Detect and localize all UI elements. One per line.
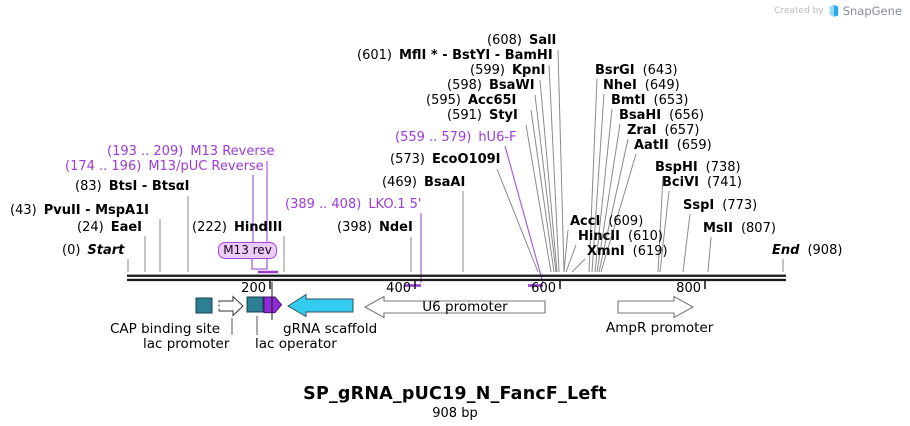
primer-label-m13-reverse[interactable]: (193 .. 209)M13 Reverse bbox=[107, 144, 275, 159]
site-label-aatii[interactable]: AatII(659) bbox=[634, 138, 712, 153]
site-label-acc65i[interactable]: (595)Acc65I bbox=[426, 93, 517, 108]
ruler-tick-200: 200 bbox=[241, 281, 266, 296]
primer-label-lko1-5[interactable]: (389 .. 408)LKO.1 5' bbox=[285, 197, 422, 212]
site-label-styi[interactable]: (591)StyI bbox=[447, 108, 518, 123]
snapgene-logo-icon bbox=[829, 4, 838, 17]
primer-label-m13-puc-reverse[interactable]: (174 .. 196)M13/pUC Reverse bbox=[65, 159, 264, 174]
site-label-bsaai[interactable]: (469)BsaAI bbox=[382, 175, 466, 190]
site-label-mfli-bstyi-bamhi[interactable]: (601)MflI * - BstYI - BamHI bbox=[357, 48, 553, 63]
site-label-eaei[interactable]: (24)EaeI bbox=[77, 220, 142, 235]
site-label-btsi-btsai[interactable]: (83)BtsI - BtsαI bbox=[75, 179, 190, 194]
site-label-msli[interactable]: MslI(807) bbox=[703, 221, 776, 236]
site-label-bmti[interactable]: BmtI(653) bbox=[611, 93, 689, 108]
map-title-block: SP_gRNA_pUC19_N_FancF_Left 908 bp bbox=[0, 384, 910, 421]
end-pos: (908) bbox=[807, 243, 843, 258]
leader-lines bbox=[127, 49, 784, 335]
purple-feature-arrow[interactable] bbox=[263, 296, 283, 314]
site-label-bsawi[interactable]: (598)BsaWI bbox=[447, 78, 535, 93]
feature-label-lac-operator[interactable]: lac operator bbox=[255, 336, 337, 352]
ampr-promoter-arrow[interactable] bbox=[617, 295, 695, 319]
feature-label-grna-scaffold[interactable]: gRNA scaffold bbox=[283, 321, 378, 337]
grna-scaffold-arrow[interactable] bbox=[287, 293, 354, 318]
feature-label-cap-binding-site[interactable]: CAP binding site bbox=[110, 321, 221, 337]
ruler-tick-400: 400 bbox=[386, 281, 411, 296]
site-label-zrai[interactable]: ZraI(657) bbox=[627, 123, 700, 138]
primer-label-hu6-f[interactable]: (559 .. 579)hU6-F bbox=[395, 130, 517, 145]
lac-operator-box[interactable] bbox=[246, 296, 264, 313]
credit-brand: SnapGene bbox=[842, 4, 902, 18]
site-label-nhei[interactable]: NheI(649) bbox=[603, 78, 680, 93]
site-label-bsrgi[interactable]: BsrGI(643) bbox=[595, 63, 678, 78]
m13-rev-primer-tag[interactable]: M13 rev bbox=[218, 242, 277, 259]
lac-promoter-arrow[interactable] bbox=[219, 295, 244, 317]
ruler-tick-600: 600 bbox=[531, 281, 556, 296]
end-name: End bbox=[772, 243, 800, 258]
u6-promoter-arrow[interactable] bbox=[363, 295, 546, 319]
site-label-pvuii-mspa1i[interactable]: (43)PvuII - MspA1I bbox=[10, 203, 149, 218]
primer-leader-lines bbox=[252, 145, 544, 284]
m13-rev-primer-bracket[interactable] bbox=[251, 259, 278, 274]
cap-binding-site-box[interactable] bbox=[195, 297, 213, 314]
snapgene-credit: Created by SnapGene bbox=[774, 4, 902, 18]
end-label: End (908) bbox=[772, 244, 842, 258]
start-name: Start bbox=[87, 243, 125, 258]
site-label-ndei[interactable]: (398)NdeI bbox=[337, 220, 413, 235]
site-label-ecoo109i[interactable]: (573)EcoO109I bbox=[390, 152, 501, 167]
site-label-acci[interactable]: AccI(609) bbox=[570, 214, 644, 229]
site-label-kpni[interactable]: (599)KpnI bbox=[470, 63, 546, 78]
credit-text: Created by bbox=[774, 6, 824, 16]
site-label-sspi[interactable]: SspI(773) bbox=[683, 198, 758, 213]
site-label-sali[interactable]: (608)SalI bbox=[487, 33, 557, 48]
site-label-hincii[interactable]: HincII(610) bbox=[578, 229, 663, 244]
ruler-tick-800: 800 bbox=[676, 281, 701, 296]
start-label: (0) Start bbox=[62, 244, 124, 258]
ruler-ticks bbox=[269, 281, 706, 289]
site-label-bsahi[interactable]: BsaHI(656) bbox=[619, 108, 705, 123]
site-label-bcivi[interactable]: BciVI(741) bbox=[662, 175, 742, 190]
plasmid-name: SP_gRNA_pUC19_N_FancF_Left bbox=[303, 384, 607, 404]
start-pos: (0) bbox=[62, 243, 81, 258]
site-label-xmni[interactable]: XmnI(619) bbox=[587, 244, 668, 259]
feature-label-u6-promoter[interactable]: U6 promoter bbox=[422, 299, 508, 315]
site-label-hindiii[interactable]: (222)HindIII bbox=[192, 220, 283, 235]
map-backbone-line[interactable] bbox=[127, 274, 786, 282]
feature-label-lac-promoter[interactable]: lac promoter bbox=[143, 336, 230, 352]
plasmid-length: 908 bp bbox=[432, 406, 478, 421]
site-label-bsphi[interactable]: BspHI(738) bbox=[655, 160, 741, 175]
feature-label-ampr-promoter[interactable]: AmpR promoter bbox=[606, 320, 714, 336]
